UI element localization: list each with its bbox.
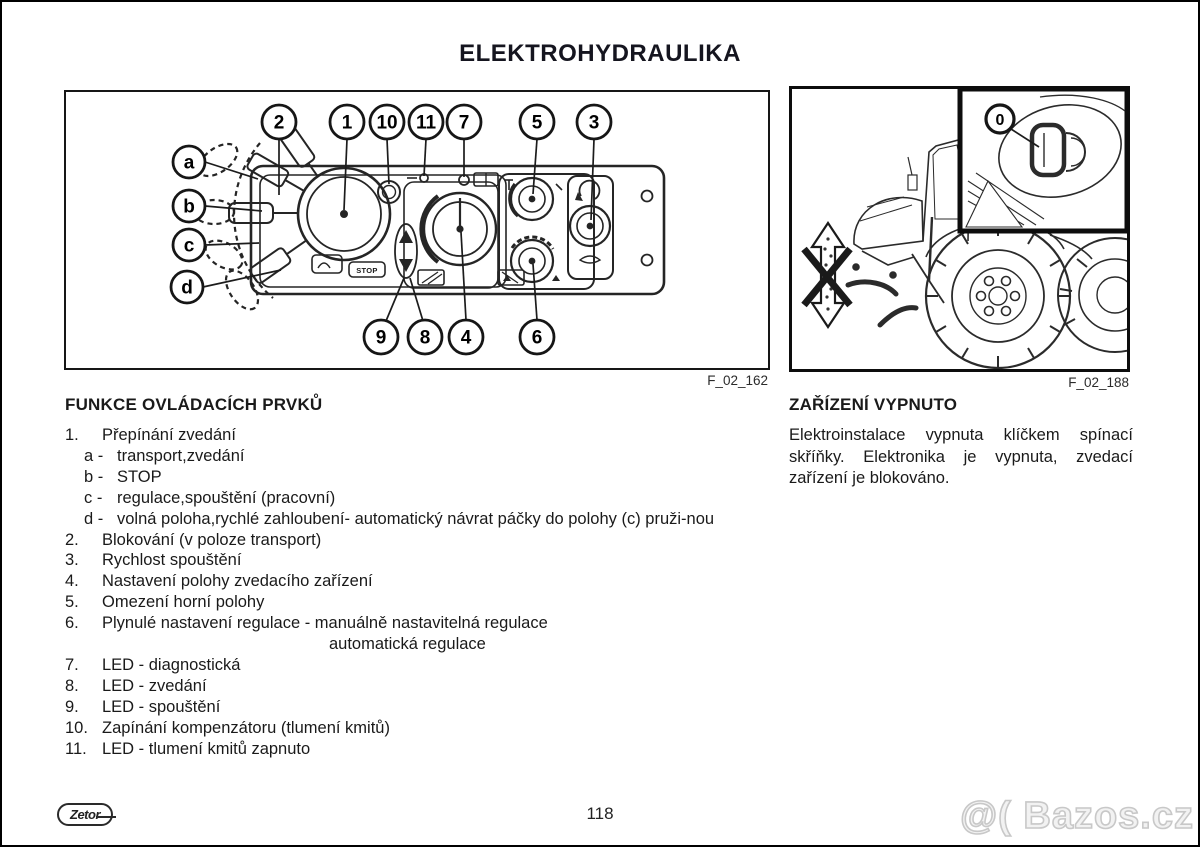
svg-text:0: 0: [996, 112, 1005, 129]
callout-10: 10: [368, 103, 406, 141]
lowering-subpanel: [567, 175, 614, 280]
lift-lower-indicator: [394, 223, 418, 279]
lift-mode-knob: [296, 166, 392, 262]
svg-text:9: 9: [376, 328, 387, 349]
tractor-figure: 0: [789, 86, 1130, 372]
list-item: 6.Plynulé nastavení regulace - manuálně …: [65, 614, 548, 633]
far-wheel: [1057, 237, 1127, 353]
list-item: 8.LED - zvedání: [65, 676, 207, 695]
watermark: @( Bazos.cz: [959, 794, 1194, 838]
device-off-section: ZAŘÍZENÍ VYPNUTO Elektroinstalace vypnut…: [789, 395, 1133, 490]
list-item: 10.Zapínání kompenzátoru (tlumení kmitů): [65, 718, 390, 737]
svg-text:c: c: [184, 236, 195, 257]
callouts: 2 1 10 11 7 5 3 a b c d 9 8 4 6: [169, 103, 613, 356]
list-item: 2.Blokování (v poloze transport): [65, 530, 322, 549]
control-panel-drawing: STOP: [169, 103, 666, 356]
section-heading: ZAŘÍZENÍ VYPNUTO: [789, 395, 958, 414]
svg-text:1: 1: [342, 113, 353, 134]
svg-text:4: 4: [461, 328, 472, 349]
controls-function-section: FUNKCE OVLÁDACÍCH PRVKŮ 1.Přepínání zved…: [65, 395, 777, 760]
list-item: c -regulace,spouštění (pracovní): [84, 488, 336, 507]
svg-text:d: d: [181, 278, 193, 299]
list-item: 7.LED - diagnostická: [65, 655, 241, 674]
section-heading: FUNKCE OVLÁDACÍCH PRVKŮ: [65, 395, 323, 414]
regulation-knob: [509, 238, 555, 284]
callout-0: 0: [984, 103, 1016, 135]
svg-text:8: 8: [420, 328, 431, 349]
list-item-continuation: automatická regulace: [329, 635, 486, 654]
no-lift-symbol-icon: [801, 221, 853, 329]
callout-b: b: [171, 188, 207, 224]
svg-text:5: 5: [532, 113, 543, 134]
page-number: 118: [586, 804, 614, 823]
list-item: d -volná poloha,rychlé zahloubení- autom…: [84, 509, 715, 528]
lowering-speed-knob: [568, 204, 612, 248]
list-item: a -transport,zvedání: [84, 446, 245, 465]
control-panel-figure: STOP: [64, 90, 770, 370]
inset-detail: 0: [957, 89, 1127, 234]
rear-wheel: [924, 222, 1072, 369]
svg-text:7: 7: [459, 113, 470, 134]
leader-lines: [202, 138, 595, 322]
callout-3: 3: [575, 103, 613, 141]
callout-7: 7: [445, 103, 483, 141]
callout-d: d: [169, 269, 205, 305]
tractor-drawing: 0: [801, 89, 1127, 369]
lift-switch: [1029, 122, 1067, 178]
callout-5: 5: [518, 103, 556, 141]
callout-1: 1: [328, 103, 366, 141]
limit-subpanel: [498, 173, 595, 290]
figure-caption: F_02_188: [1068, 375, 1129, 390]
panel-outline: [249, 164, 666, 296]
zetor-logo: Zetor: [57, 803, 116, 826]
callout-4: 4: [447, 318, 485, 356]
panel-hole: [640, 253, 654, 267]
callout-8: 8: [406, 318, 444, 356]
figure-caption: F_02_162: [707, 373, 768, 388]
svg-text:b: b: [183, 197, 195, 218]
list-item: 1.Přepínání zvedání: [65, 426, 236, 444]
lever-positions: [228, 125, 319, 284]
svg-text:a: a: [184, 153, 195, 174]
callout-9: 9: [362, 318, 400, 356]
list-item: 9.LED - spouštění: [65, 697, 221, 716]
section-body: Elektroinstalace vypnuta klíčkem spínací…: [789, 426, 1133, 487]
panel-hole: [640, 189, 654, 203]
stop-label: STOP: [356, 266, 377, 275]
position-knob: [422, 191, 498, 267]
svg-text:11: 11: [416, 113, 437, 134]
list-item: b -STOP: [84, 467, 162, 486]
list-item: 4.Nastavení polohy zvedacího zařízení: [65, 572, 373, 591]
svg-text:10: 10: [376, 113, 397, 134]
list-item: 11.LED - tlumení kmitů zapnuto: [65, 739, 311, 758]
svg-text:3: 3: [589, 113, 600, 134]
list-item: 5.Omezení horní polohy: [65, 593, 265, 612]
callout-11: 11: [407, 103, 445, 141]
callout-2: 2: [260, 103, 298, 141]
page-title: ELEKTROHYDRAULIKA: [459, 40, 741, 67]
callout-6: 6: [518, 318, 556, 356]
svg-text:2: 2: [274, 113, 285, 134]
svg-text:6: 6: [532, 328, 543, 349]
callout-c: c: [171, 227, 207, 263]
list-item: 3.Rychlost spouštění: [65, 551, 242, 570]
callout-a: a: [171, 144, 207, 180]
